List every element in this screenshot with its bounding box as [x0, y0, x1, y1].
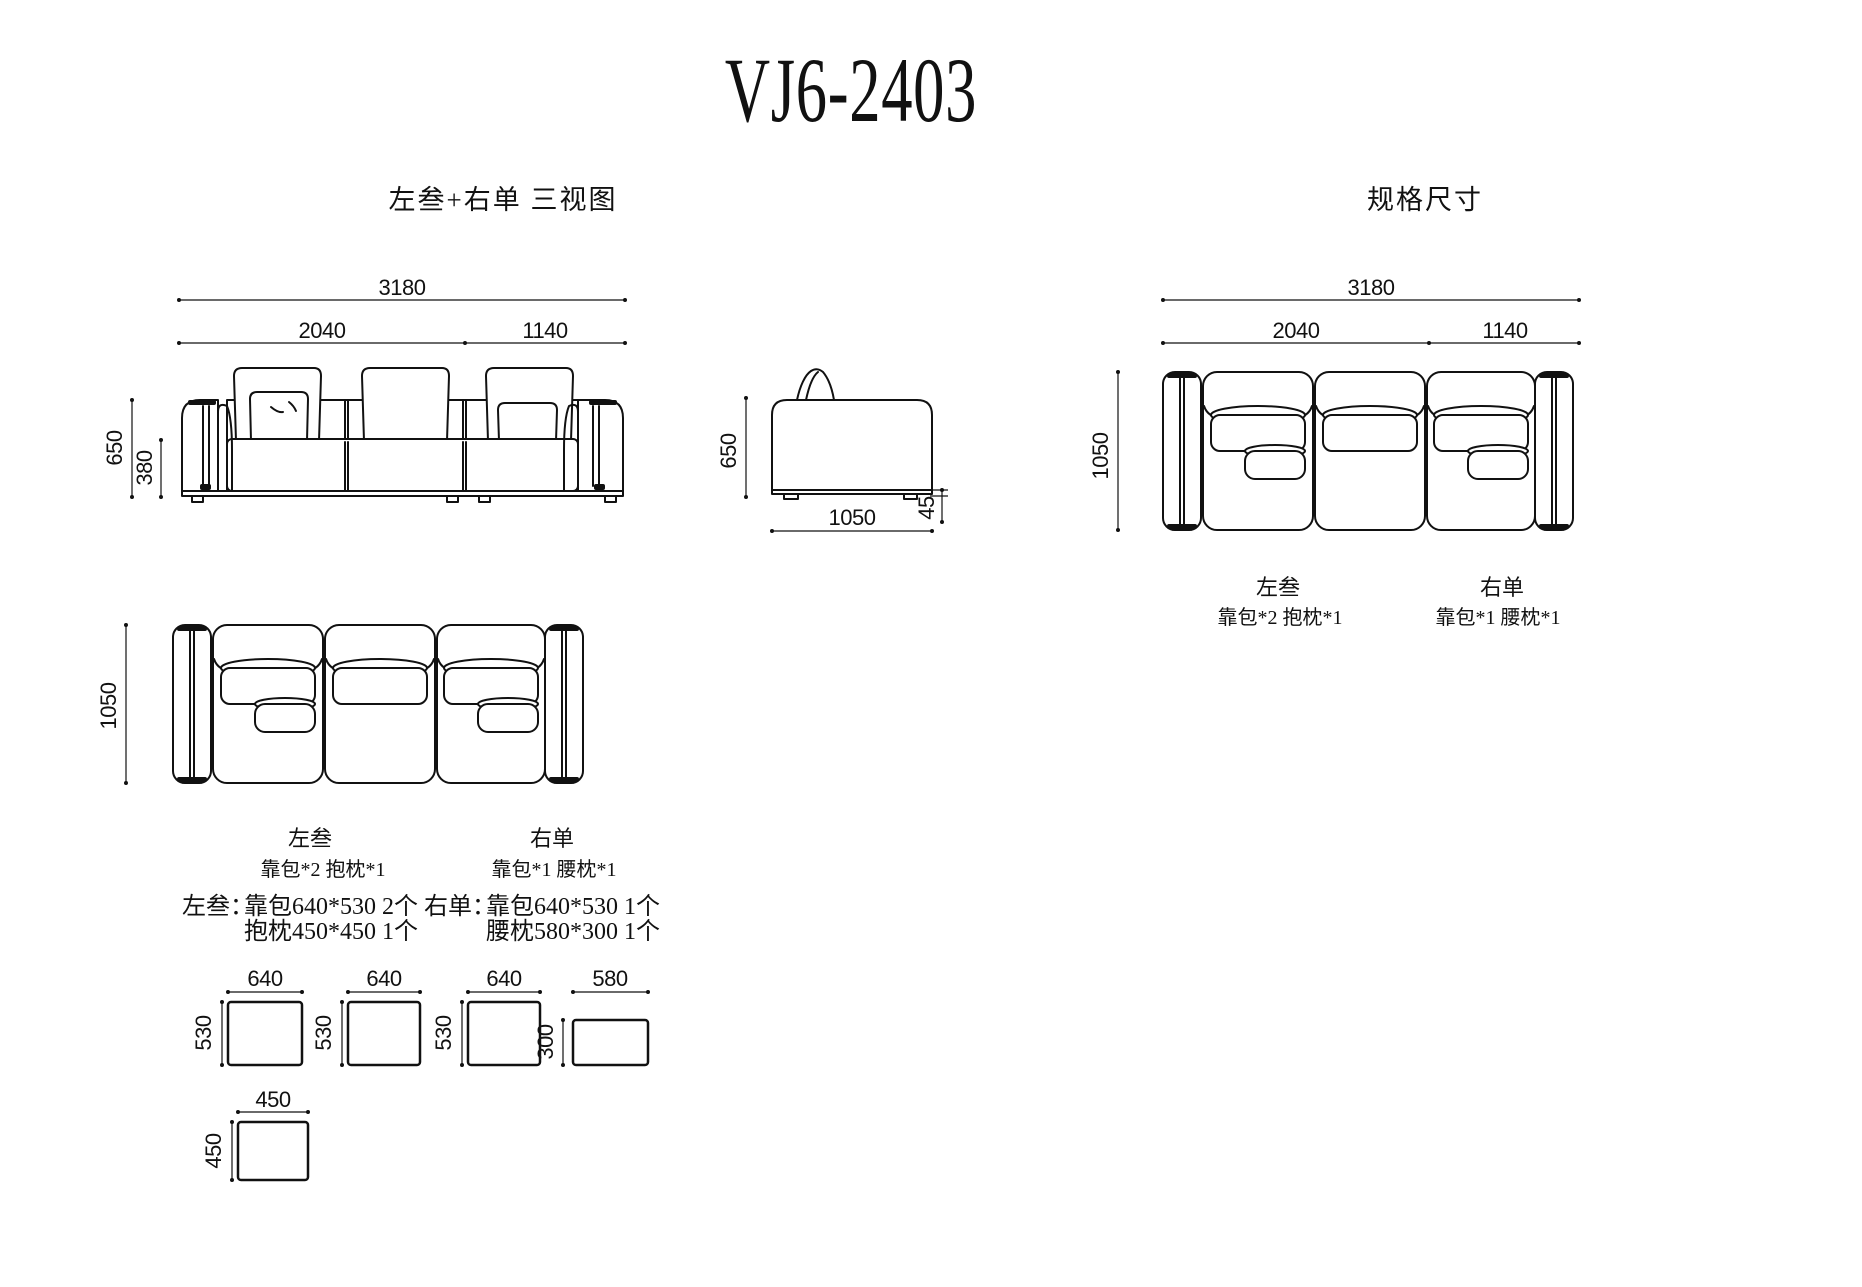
side-dim-height: 650: [716, 433, 741, 468]
side-body: [771, 399, 933, 491]
left-armrest: [181, 399, 219, 494]
pillow4-width: 580: [592, 966, 627, 991]
pillow2-width: 640: [366, 966, 401, 991]
pillow-diagrams: 640 530 640 530 640 530 580 300 450 450: [191, 966, 650, 1182]
pillow5-height: 450: [201, 1133, 226, 1168]
pillow4-height: 300: [533, 1024, 558, 1059]
spec-right-label: 右单：: [424, 894, 496, 920]
top-left-dim-depth: 1050: [96, 682, 121, 729]
lumbar-pillow-front: [497, 402, 558, 442]
spec-right-line1: 靠包640*530 1个: [486, 894, 660, 920]
back-cushion-box-3: [466, 1000, 542, 1067]
side-dim-depth: 1050: [829, 505, 876, 530]
front-view-drawing: 3180 2040 1140 650 380: [102, 275, 627, 503]
top-right-left-section-name: 左叁: [1255, 575, 1301, 600]
page-title: VJ6-2403: [724, 39, 978, 141]
back-pillow-2: [361, 367, 450, 442]
pillow1-height: 530: [191, 1015, 216, 1050]
front-dim-height: 650: [102, 430, 127, 465]
right-armrest: [577, 399, 624, 494]
side-back-cushion: [796, 368, 835, 401]
back-cushion-box-1: [226, 1000, 304, 1067]
spec-left-label: 左叁：: [182, 894, 254, 920]
front-dim-left-width: 2040: [299, 318, 346, 343]
throw-pillow-front: [249, 391, 309, 442]
left-section-header: 左叁+右单 三视图: [388, 185, 618, 215]
top-right-dim-right-width: 1140: [1482, 318, 1528, 343]
spec-left-line1: 靠包640*530 2个: [244, 894, 418, 920]
pillow-dimension-lines: [220, 990, 650, 1182]
top-right-dim-total-width: 3180: [1348, 275, 1395, 300]
top-left-left-section-pillows: 靠包*2 抱枕*1: [260, 859, 386, 881]
lumbar-cushion-box: [571, 1018, 650, 1067]
front-dim-seat-height: 380: [132, 450, 157, 485]
front-view-dimension-lines: [130, 298, 627, 499]
top-left-left-section-name: 左叁: [287, 826, 333, 851]
top-right-left-section-pillows: 靠包*2 抱枕*1: [1217, 607, 1343, 629]
pillow5-width: 450: [255, 1087, 290, 1112]
top-right-right-section-pillows: 靠包*1 腰枕*1: [1435, 607, 1561, 629]
pillow3-height: 530: [431, 1015, 456, 1050]
pillow3-width: 640: [486, 966, 521, 991]
throw-pillow-box: [236, 1120, 310, 1182]
top-right-right-section-name: 右单: [1479, 575, 1525, 600]
front-dim-total-width: 3180: [379, 275, 426, 300]
top-view-right-dimension-lines: [1116, 298, 1581, 532]
front-view-sofa: [181, 367, 624, 503]
top-view-left-drawing: 1050: [96, 623, 584, 785]
top-right-dim-depth: 1050: [1088, 432, 1113, 479]
top-view-right-drawing: 3180 2040 1140 1050: [1088, 275, 1581, 532]
top-left-right-section-name: 右单: [529, 826, 575, 851]
top-right-dim-left-width: 2040: [1273, 318, 1320, 343]
pillow2-height: 530: [311, 1015, 336, 1050]
pillow1-width: 640: [247, 966, 282, 991]
side-view-drawing: 650 1050 45: [716, 368, 948, 533]
back-cushion-box-2: [346, 1000, 422, 1067]
side-view-sofa: [771, 368, 933, 500]
spec-right-line2: 腰枕580*300 1个: [486, 919, 660, 945]
front-dim-right-width: 1140: [522, 318, 568, 343]
top-view-left-dimension-lines: [124, 623, 128, 785]
spec-left-line2: 抱枕450*450 1个: [244, 919, 418, 945]
top-left-right-section-pillows: 靠包*1 腰枕*1: [491, 859, 617, 881]
right-section-header: 规格尺寸: [1367, 185, 1483, 215]
side-dim-foot-height: 45: [914, 496, 939, 520]
